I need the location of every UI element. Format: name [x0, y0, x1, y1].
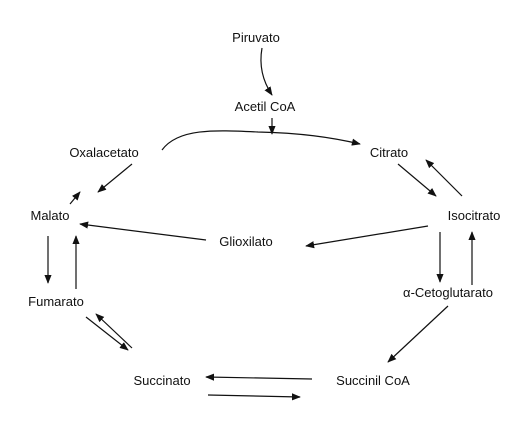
- node-isocitrato: Isocitrato: [447, 208, 501, 223]
- node-alfa-cetoglutarato: α-Cetoglutarato: [403, 285, 493, 300]
- arrow-succinato-to-fumarato: [95, 313, 133, 349]
- node-citrato: Citrato: [369, 145, 409, 160]
- arrow-malato-to-oxalacetato: [69, 191, 81, 205]
- arrow-glioxilato-to-malato: [79, 221, 207, 241]
- arrow-succinato-to-succinil-coa: [207, 393, 301, 401]
- arrow-piruvato-to-acetil-coa: [260, 47, 273, 96]
- node-malato: Malato: [30, 208, 70, 223]
- arrow-fumarato-to-succinato: [85, 316, 129, 351]
- arrow-oxalacetato-acetil-to-citrato: [161, 130, 361, 151]
- node-piruvato: Piruvato: [232, 30, 280, 45]
- node-succinato: Succinato: [133, 373, 191, 388]
- arrow-succinil-coa-to-succinato: [205, 373, 313, 381]
- node-succinil-coa: Succinil CoA: [336, 373, 410, 388]
- arrow-alfa-cetoglutarato-to-succinil-coa: [387, 305, 449, 363]
- node-glioxilato: Glioxilato: [219, 234, 273, 249]
- arrow-isocitrato-to-citrato: [425, 159, 463, 197]
- arrow-oxalacetato-to-malato: [97, 163, 133, 193]
- arrow-isocitrato-to-glioxilato: [305, 225, 429, 249]
- node-oxalacetato: Oxalacetato: [69, 145, 139, 160]
- arrow-citrato-to-isocitrato: [397, 163, 437, 197]
- node-acetil-coa: Acetil CoA: [234, 99, 296, 114]
- node-fumarato: Fumarato: [28, 294, 84, 309]
